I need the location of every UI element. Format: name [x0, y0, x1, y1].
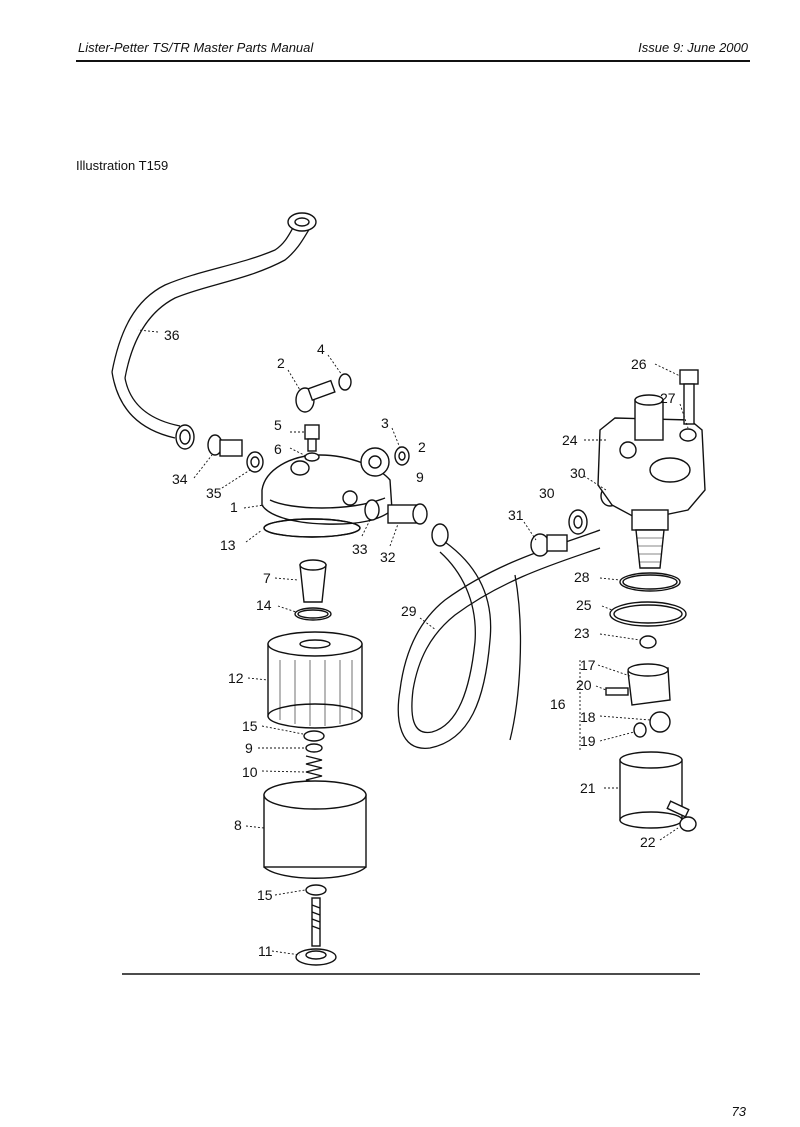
callout-13: 13: [220, 537, 236, 553]
callout-30-lower: 30: [539, 485, 555, 501]
callout-33: 33: [352, 541, 368, 557]
hose-29: [397, 523, 601, 749]
guide-21: [619, 751, 683, 829]
washer-27: [679, 428, 697, 442]
callout-labels: 36 2 4 5 6 3 2 9 34 35 1 13 33 32 7 14 2…: [164, 327, 676, 959]
callout-5: 5: [274, 417, 282, 433]
callout-11: 11: [258, 943, 273, 959]
adaptor-7: [299, 559, 327, 603]
callout-23: 23: [574, 625, 590, 641]
screw-22: [666, 800, 697, 832]
callout-25: 25: [576, 597, 592, 613]
header-issue: Issue 9: June 2000: [638, 40, 748, 55]
callout-18: 18: [580, 709, 596, 725]
callout-6: 6: [274, 441, 282, 457]
callout-9: 9: [245, 740, 253, 756]
screw-2: [295, 373, 352, 413]
callout-29: 29: [401, 603, 417, 619]
callout-30: 30: [570, 465, 586, 481]
seal-15-upper: [303, 730, 325, 742]
callout-8: 8: [234, 817, 242, 833]
leader-lines: [137, 329, 689, 956]
callout-28: 28: [574, 569, 590, 585]
o-ring-28: [619, 572, 681, 592]
header-title: Lister-Petter TS/TR Master Parts Manual: [78, 40, 314, 55]
callout-21: 21: [580, 780, 596, 796]
filter-head-1: [261, 447, 393, 538]
callout-22: 22: [640, 834, 656, 850]
pin-19: [633, 722, 647, 738]
callout-14: 14: [256, 597, 272, 613]
callout-4: 4: [317, 341, 325, 357]
filter-element-12: [267, 631, 363, 729]
fitting-34-35: [207, 434, 264, 473]
callout-27: 27: [660, 390, 676, 406]
bolt-11: [295, 897, 337, 966]
roller-18: [649, 711, 671, 733]
callout-2-secondary: 2: [418, 439, 426, 455]
callout-17: 17: [580, 657, 596, 673]
screw-5-washer-6: [304, 424, 320, 462]
callout-16: 16: [550, 696, 566, 712]
bowl-8: [263, 780, 367, 879]
page-number: 73: [731, 1104, 746, 1119]
callout-15-upper: 15: [242, 718, 258, 734]
plug-31: [530, 533, 568, 557]
callout-1: 1: [230, 499, 238, 515]
pin-20: [605, 687, 629, 696]
banjo-33-32: [364, 499, 428, 525]
fuel-pump-24: [597, 394, 706, 569]
illustration-caption: Illustration T159: [76, 158, 169, 173]
o-ring-13: [263, 518, 361, 538]
seal-15-lower: [305, 884, 327, 896]
tappet-17: [627, 663, 671, 706]
o-ring-14: [294, 607, 332, 621]
ring-23: [639, 635, 657, 649]
header-rule: [76, 60, 750, 62]
callout-24: 24: [562, 432, 578, 448]
hose-36: [111, 212, 317, 450]
callout-31: 31: [508, 507, 524, 523]
callout-35: 35: [206, 485, 222, 501]
callout-10: 10: [242, 764, 258, 780]
callout-2: 2: [277, 355, 285, 371]
callout-32: 32: [380, 549, 396, 565]
washer-3: [394, 446, 410, 466]
callout-3: 3: [381, 415, 389, 431]
callout-36: 36: [164, 327, 180, 343]
callout-34: 34: [172, 471, 188, 487]
washer-9: [305, 743, 323, 753]
callout-12: 12: [228, 670, 244, 686]
callout-19: 19: [580, 733, 596, 749]
callout-26: 26: [631, 356, 647, 372]
callout-20: 20: [576, 677, 592, 693]
callout-9-upper: 9: [416, 469, 424, 485]
callout-15-lower: 15: [257, 887, 273, 903]
callout-7: 7: [263, 570, 271, 586]
o-ring-25: [609, 601, 687, 627]
bolt-26: [679, 369, 699, 425]
